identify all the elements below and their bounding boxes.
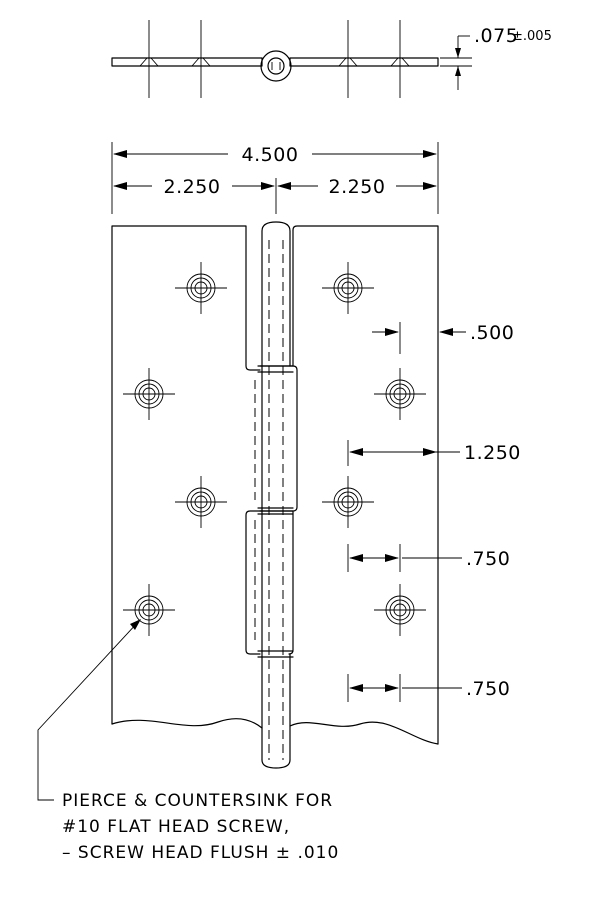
screw-hole <box>122 583 176 637</box>
screw-holes <box>122 261 427 637</box>
screw-hole <box>174 261 228 315</box>
note-line-1: PIERCE & COUNTERSINK FOR <box>62 791 333 811</box>
half-width-right-dimension: 2.250 <box>329 176 386 198</box>
side-dimensions: .500 1.250 .750 .750 <box>347 322 521 702</box>
screw-hole <box>373 367 427 421</box>
center-offset-dimension: 1.250 <box>464 442 521 464</box>
overall-width-dimension: 4.500 <box>242 144 299 166</box>
screw-hole <box>321 261 375 315</box>
hinge-face-view <box>111 221 439 769</box>
countersink-note: PIERCE & COUNTERSINK FOR #10 FLAT HEAD S… <box>37 619 339 863</box>
half-width-left-dimension: 2.250 <box>164 176 221 198</box>
width-dimensions: 4.500 2.250 2.250 <box>111 142 439 214</box>
screw-hole <box>373 583 427 637</box>
edge-offset-dimension: .500 <box>470 322 514 344</box>
screw-hole <box>122 367 176 421</box>
thickness-dimension: .075 <box>474 25 518 47</box>
screw-hole <box>321 475 375 529</box>
edge-view: .075 ±.005 <box>111 20 552 98</box>
note-line-2: #10 FLAT HEAD SCREW, <box>62 817 290 837</box>
screw-hole <box>174 475 228 529</box>
hole-spacing-upper-dimension: .750 <box>466 548 510 570</box>
thickness-tolerance: ±.005 <box>512 29 552 44</box>
hole-spacing-lower-dimension: .750 <box>466 678 510 700</box>
note-line-3: – SCREW HEAD FLUSH ± .010 <box>62 843 339 863</box>
